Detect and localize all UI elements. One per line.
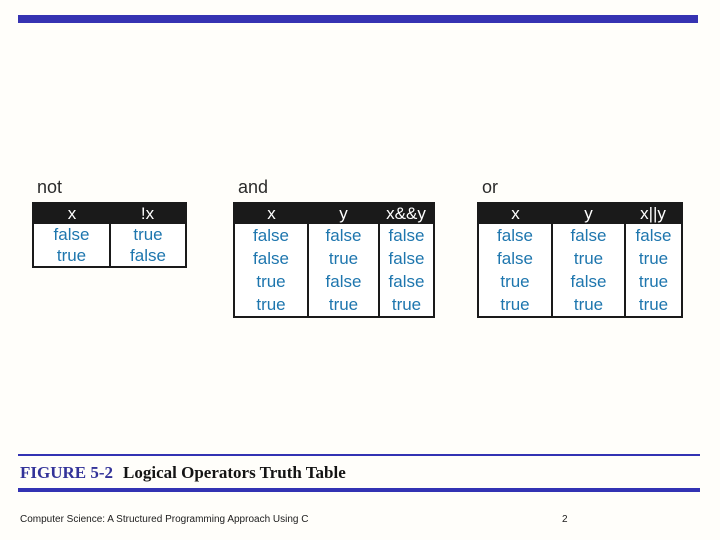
header-row: x !x [33, 203, 186, 224]
truth-value-cell: true [624, 270, 682, 293]
table-row: false false false [234, 224, 434, 247]
table-row: false false false [478, 224, 682, 247]
column-header: x [478, 203, 552, 224]
truth-value-cell: true [500, 272, 530, 291]
truth-value-cell: false [497, 249, 533, 268]
truth-table-not: not x !x false true true false [32, 178, 187, 268]
column-header: y [552, 203, 625, 224]
truth-value-cell: false [624, 224, 682, 247]
truth-value-cell: false [497, 226, 533, 245]
truth-value-cell: true [551, 293, 625, 317]
figure-label: FIGURE 5-2 [20, 463, 114, 482]
table-label-and: and [238, 177, 269, 197]
caption-rule-bottom [18, 488, 700, 492]
table-row: false true true [478, 247, 682, 270]
truth-value-cell: false [53, 225, 90, 244]
table-label-not: not [37, 177, 63, 197]
truth-value-cell: false [378, 224, 434, 247]
header-row: x y x||y [478, 203, 682, 224]
truth-value-cell: true [551, 247, 625, 270]
truth-value-cell: true [109, 224, 186, 245]
column-header: y [308, 203, 379, 224]
table-row: true false false [234, 270, 434, 293]
and-table: x y x&&y false false false false true fa… [233, 202, 435, 318]
truth-value-cell: false [307, 224, 379, 247]
truth-value-cell: true [624, 293, 682, 317]
table-row: false true false [234, 247, 434, 270]
column-header: x||y [625, 203, 682, 224]
truth-value-cell: false [109, 245, 186, 267]
truth-table-or: or x y x||y false false false false true [477, 178, 683, 318]
table-label-or: or [482, 177, 499, 197]
column-header: x&&y [379, 203, 434, 224]
truth-value-cell: true [500, 295, 530, 314]
or-table: x y x||y false false false false true tr… [477, 202, 683, 318]
table-row: false true [33, 224, 186, 245]
column-header: x [234, 203, 308, 224]
truth-value-cell: true [56, 246, 87, 265]
truth-value-cell: false [378, 247, 434, 270]
truth-value-cell: true [307, 247, 379, 270]
truth-value-cell: false [378, 270, 434, 293]
truth-value-cell: true [307, 293, 379, 317]
truth-value-cell: false [551, 224, 625, 247]
figure-title: Logical Operators Truth Table [123, 463, 346, 482]
table-row: true false [33, 245, 186, 267]
truth-value-cell: false [253, 226, 289, 245]
truth-value-cell: true [378, 293, 434, 317]
caption-rule-top [18, 454, 700, 456]
truth-value-cell: false [253, 249, 289, 268]
top-accent-bar [18, 15, 698, 23]
header-row: x y x&&y [234, 203, 434, 224]
table-row: true true true [478, 293, 682, 317]
footer-page-number: 2 [562, 514, 568, 525]
truth-value-cell: false [551, 270, 625, 293]
truth-value-cell: true [624, 247, 682, 270]
figure-caption: FIGURE 5-2 Logical Operators Truth Table [20, 461, 346, 485]
footer-book-title: Computer Science: A Structured Programmi… [20, 514, 309, 525]
table-row: true false true [478, 270, 682, 293]
truth-table-and: and x y x&&y false false false false tru… [233, 178, 435, 318]
truth-value-cell: true [256, 272, 286, 291]
truth-value-cell: false [307, 270, 379, 293]
column-header: x [33, 203, 110, 224]
column-header: !x [110, 203, 186, 224]
table-row: true true true [234, 293, 434, 317]
truth-value-cell: true [256, 295, 286, 314]
not-table: x !x false true true false [32, 202, 187, 268]
